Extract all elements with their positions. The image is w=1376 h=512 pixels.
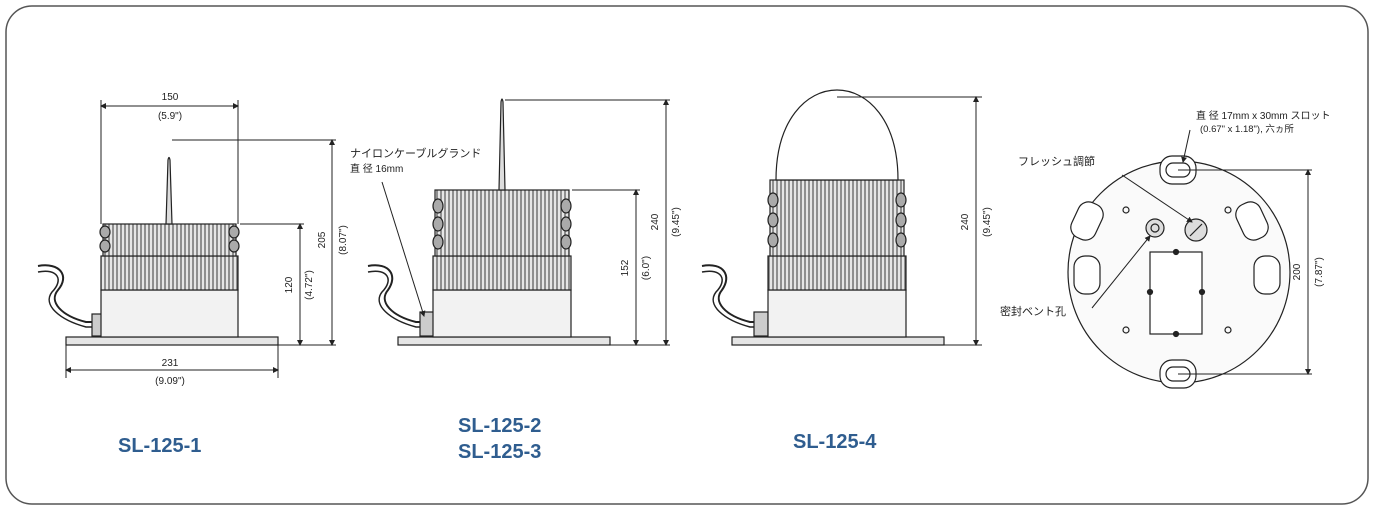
slot-right-upper [1235,201,1269,241]
slot-size-label: (0.67" x 1.18"), 六ヵ所 [1200,123,1294,135]
dim-205-in: (8.07") [338,225,349,255]
cable [367,264,428,323]
dim-205-mm: 205 [317,231,328,248]
antenna [498,98,506,191]
dim-240-in: (9.45") [671,207,682,237]
lamp-sl-125-2 [367,98,611,346]
base-plate [731,336,945,346]
dim-240-mm: 240 [650,213,661,230]
dim-200-in: (7.87") [1314,257,1325,287]
lens-upper [102,223,237,257]
model-label-sl-125-4: SL-125-4 [793,431,877,453]
dim-231-in: (9.09") [155,376,185,387]
slot-left-lower [1073,255,1101,295]
vent-hole [1145,218,1165,238]
dim-200-mm: 200 [1292,263,1303,280]
gland-label: ナイロンケーブルグランド [350,146,481,160]
outer-frame [5,5,1369,505]
slot-label: 直 径 17mm x 30mm スロット [1196,109,1330,122]
bottom-view [1067,155,1291,389]
cable [37,264,98,323]
base-plate [65,336,279,346]
slot-left-upper [1070,201,1104,241]
lamp-sl-125-1 [37,156,279,346]
dim-120-mm: 120 [284,276,295,293]
cable-gland [419,311,435,337]
dim-240b-in: (9.45") [982,207,993,237]
lens-lower-ribs [767,255,907,291]
lens-upper [434,189,570,257]
model-label-sl-125-3: SL-125-3 [458,441,542,463]
gland-diameter-label: 直 径 16mm [350,162,403,175]
lens-lower-ribs [100,255,239,291]
dim-152-in: (6.0") [641,256,652,280]
dim-231-mm: 231 [162,358,179,369]
model-label-sl-125-1: SL-125-1 [118,435,202,457]
dims-sl-125-2 [381,99,670,346]
flash-adjust-label: フレッシュ調節 [1018,154,1095,168]
dims-sl-125-4 [837,96,982,346]
lens-upper [769,179,905,257]
lamp-sl-125-4 [701,89,945,346]
housing-base [767,289,907,338]
dims-sl-125-1 [65,100,336,378]
cable-gland [753,311,769,337]
housing-base [432,289,572,338]
antenna [165,156,173,225]
dim-152-mm: 152 [620,259,631,276]
slot-right-lower [1253,255,1281,295]
model-label-sl-125-2: SL-125-2 [458,415,542,437]
base-plate [397,336,611,346]
cover-plate [1149,251,1203,335]
dim-150-mm: 150 [162,92,179,103]
dome [775,89,899,181]
housing-base [100,289,239,338]
lens-lower-ribs [432,255,572,291]
cable [701,264,762,323]
dim-240b-mm: 240 [960,213,971,230]
dims-bottom-view [1091,129,1312,375]
vent-hole-label: 密封ベント孔 [1000,304,1066,318]
dim-150-in: (5.9") [158,111,182,122]
dim-120-in: (4.72") [304,270,315,300]
